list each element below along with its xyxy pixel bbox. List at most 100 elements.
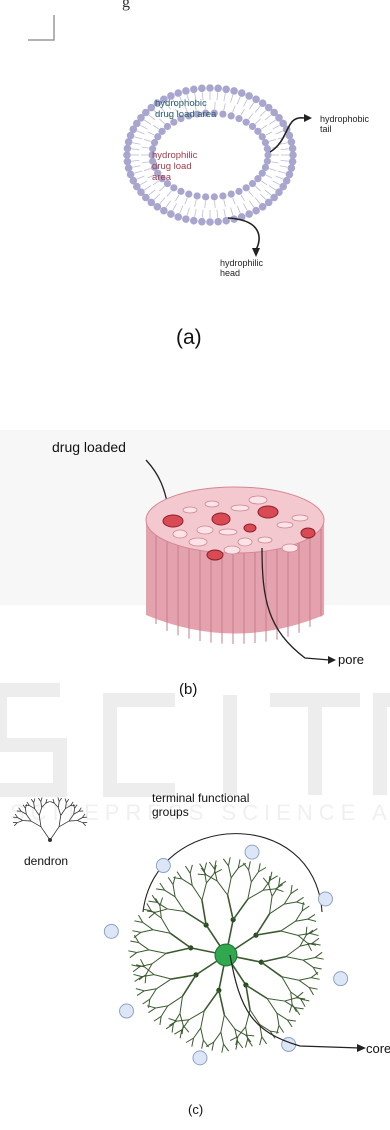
lipid-tail <box>273 181 280 185</box>
lipid-tail <box>260 110 266 116</box>
branch <box>180 1014 183 1026</box>
branch <box>249 870 252 882</box>
head-label-2: head <box>220 268 240 278</box>
branch <box>248 882 252 899</box>
branch <box>170 933 191 948</box>
branch <box>297 998 306 999</box>
dendron-branch <box>59 821 69 827</box>
branch <box>134 974 142 976</box>
lipid-tail <box>166 201 170 208</box>
lipid-tail <box>233 106 236 113</box>
lipid-tail <box>224 200 226 207</box>
branch <box>173 885 175 897</box>
lipid-head <box>148 104 156 112</box>
branch <box>308 919 316 921</box>
lipid-head <box>254 175 261 182</box>
lipid-head <box>238 89 246 97</box>
branch <box>246 985 267 999</box>
lipid-tail <box>195 200 197 207</box>
branch <box>168 996 183 1006</box>
pore <box>249 496 267 504</box>
lipid-tail <box>241 109 245 115</box>
branch <box>134 932 141 937</box>
branch <box>310 933 318 935</box>
dendron-branch <box>18 818 23 821</box>
lipid-head <box>265 199 273 207</box>
branch <box>201 1028 204 1040</box>
lipid-tail <box>153 125 159 129</box>
branch <box>148 1008 155 1013</box>
branch <box>263 878 269 885</box>
head-label-1: hydrophilic <box>220 258 264 268</box>
lipid-head <box>259 203 267 211</box>
lipid-head <box>288 138 296 146</box>
branch <box>202 900 206 925</box>
terminal-bracket <box>143 834 322 912</box>
branch <box>221 1015 225 1032</box>
branch <box>154 975 171 979</box>
lipid-tail <box>249 201 253 208</box>
branch <box>166 948 191 953</box>
branch <box>228 878 232 895</box>
lipid-head <box>206 218 214 226</box>
pore <box>183 507 197 513</box>
dendron-branch <box>65 799 66 803</box>
branch <box>173 1014 180 1024</box>
pore <box>277 522 293 528</box>
lipid-tail <box>231 208 233 216</box>
drug-particle <box>207 550 223 560</box>
dendron-branch <box>77 818 82 821</box>
dendron-branch <box>77 820 83 822</box>
branch <box>204 990 219 1011</box>
branch <box>248 890 263 899</box>
pore <box>238 538 252 546</box>
lipid-tail <box>144 139 151 141</box>
lipid-tail <box>281 149 289 150</box>
lipid-tail <box>142 147 149 148</box>
branch <box>130 953 137 958</box>
branch <box>249 861 251 869</box>
branch <box>256 914 270 935</box>
pore <box>173 530 187 538</box>
lipid-head <box>185 190 192 197</box>
lipid-head <box>177 188 184 195</box>
branch <box>296 911 303 921</box>
lipid-tail <box>261 125 267 129</box>
branch <box>204 863 206 871</box>
pore <box>224 546 240 554</box>
branch <box>182 1026 183 1035</box>
branch <box>149 950 166 954</box>
dendrimer <box>104 845 347 1065</box>
branch <box>303 960 313 967</box>
branch <box>312 938 319 943</box>
dendron-branch <box>31 821 41 827</box>
lipid-head <box>219 110 226 117</box>
lipid-head <box>262 139 269 146</box>
lipid-head <box>243 119 250 126</box>
branch <box>175 897 185 912</box>
branch <box>182 879 192 886</box>
branch <box>149 912 156 918</box>
lipid-tail <box>269 120 276 124</box>
branch <box>261 957 286 962</box>
lipid-head <box>228 190 235 197</box>
dendron-branch <box>41 797 42 801</box>
branch <box>128 951 136 953</box>
branch <box>260 1037 262 1045</box>
branch <box>132 931 140 933</box>
tail-label-2: tail <box>320 124 332 134</box>
lipid-tail <box>265 190 271 195</box>
dendron-branch <box>35 809 40 816</box>
terminal-label-2: groups <box>152 805 189 819</box>
branch <box>256 931 281 935</box>
pore <box>258 537 272 543</box>
branch <box>160 906 161 918</box>
pore <box>189 538 207 546</box>
dendron-branch <box>39 807 41 815</box>
dendron-branch <box>66 799 68 803</box>
outer-region-label-1: hydrophobic <box>155 98 207 109</box>
lipid-head <box>219 192 226 199</box>
lipid-head <box>230 87 238 95</box>
lipid-tail <box>249 103 253 110</box>
branch <box>299 980 309 987</box>
